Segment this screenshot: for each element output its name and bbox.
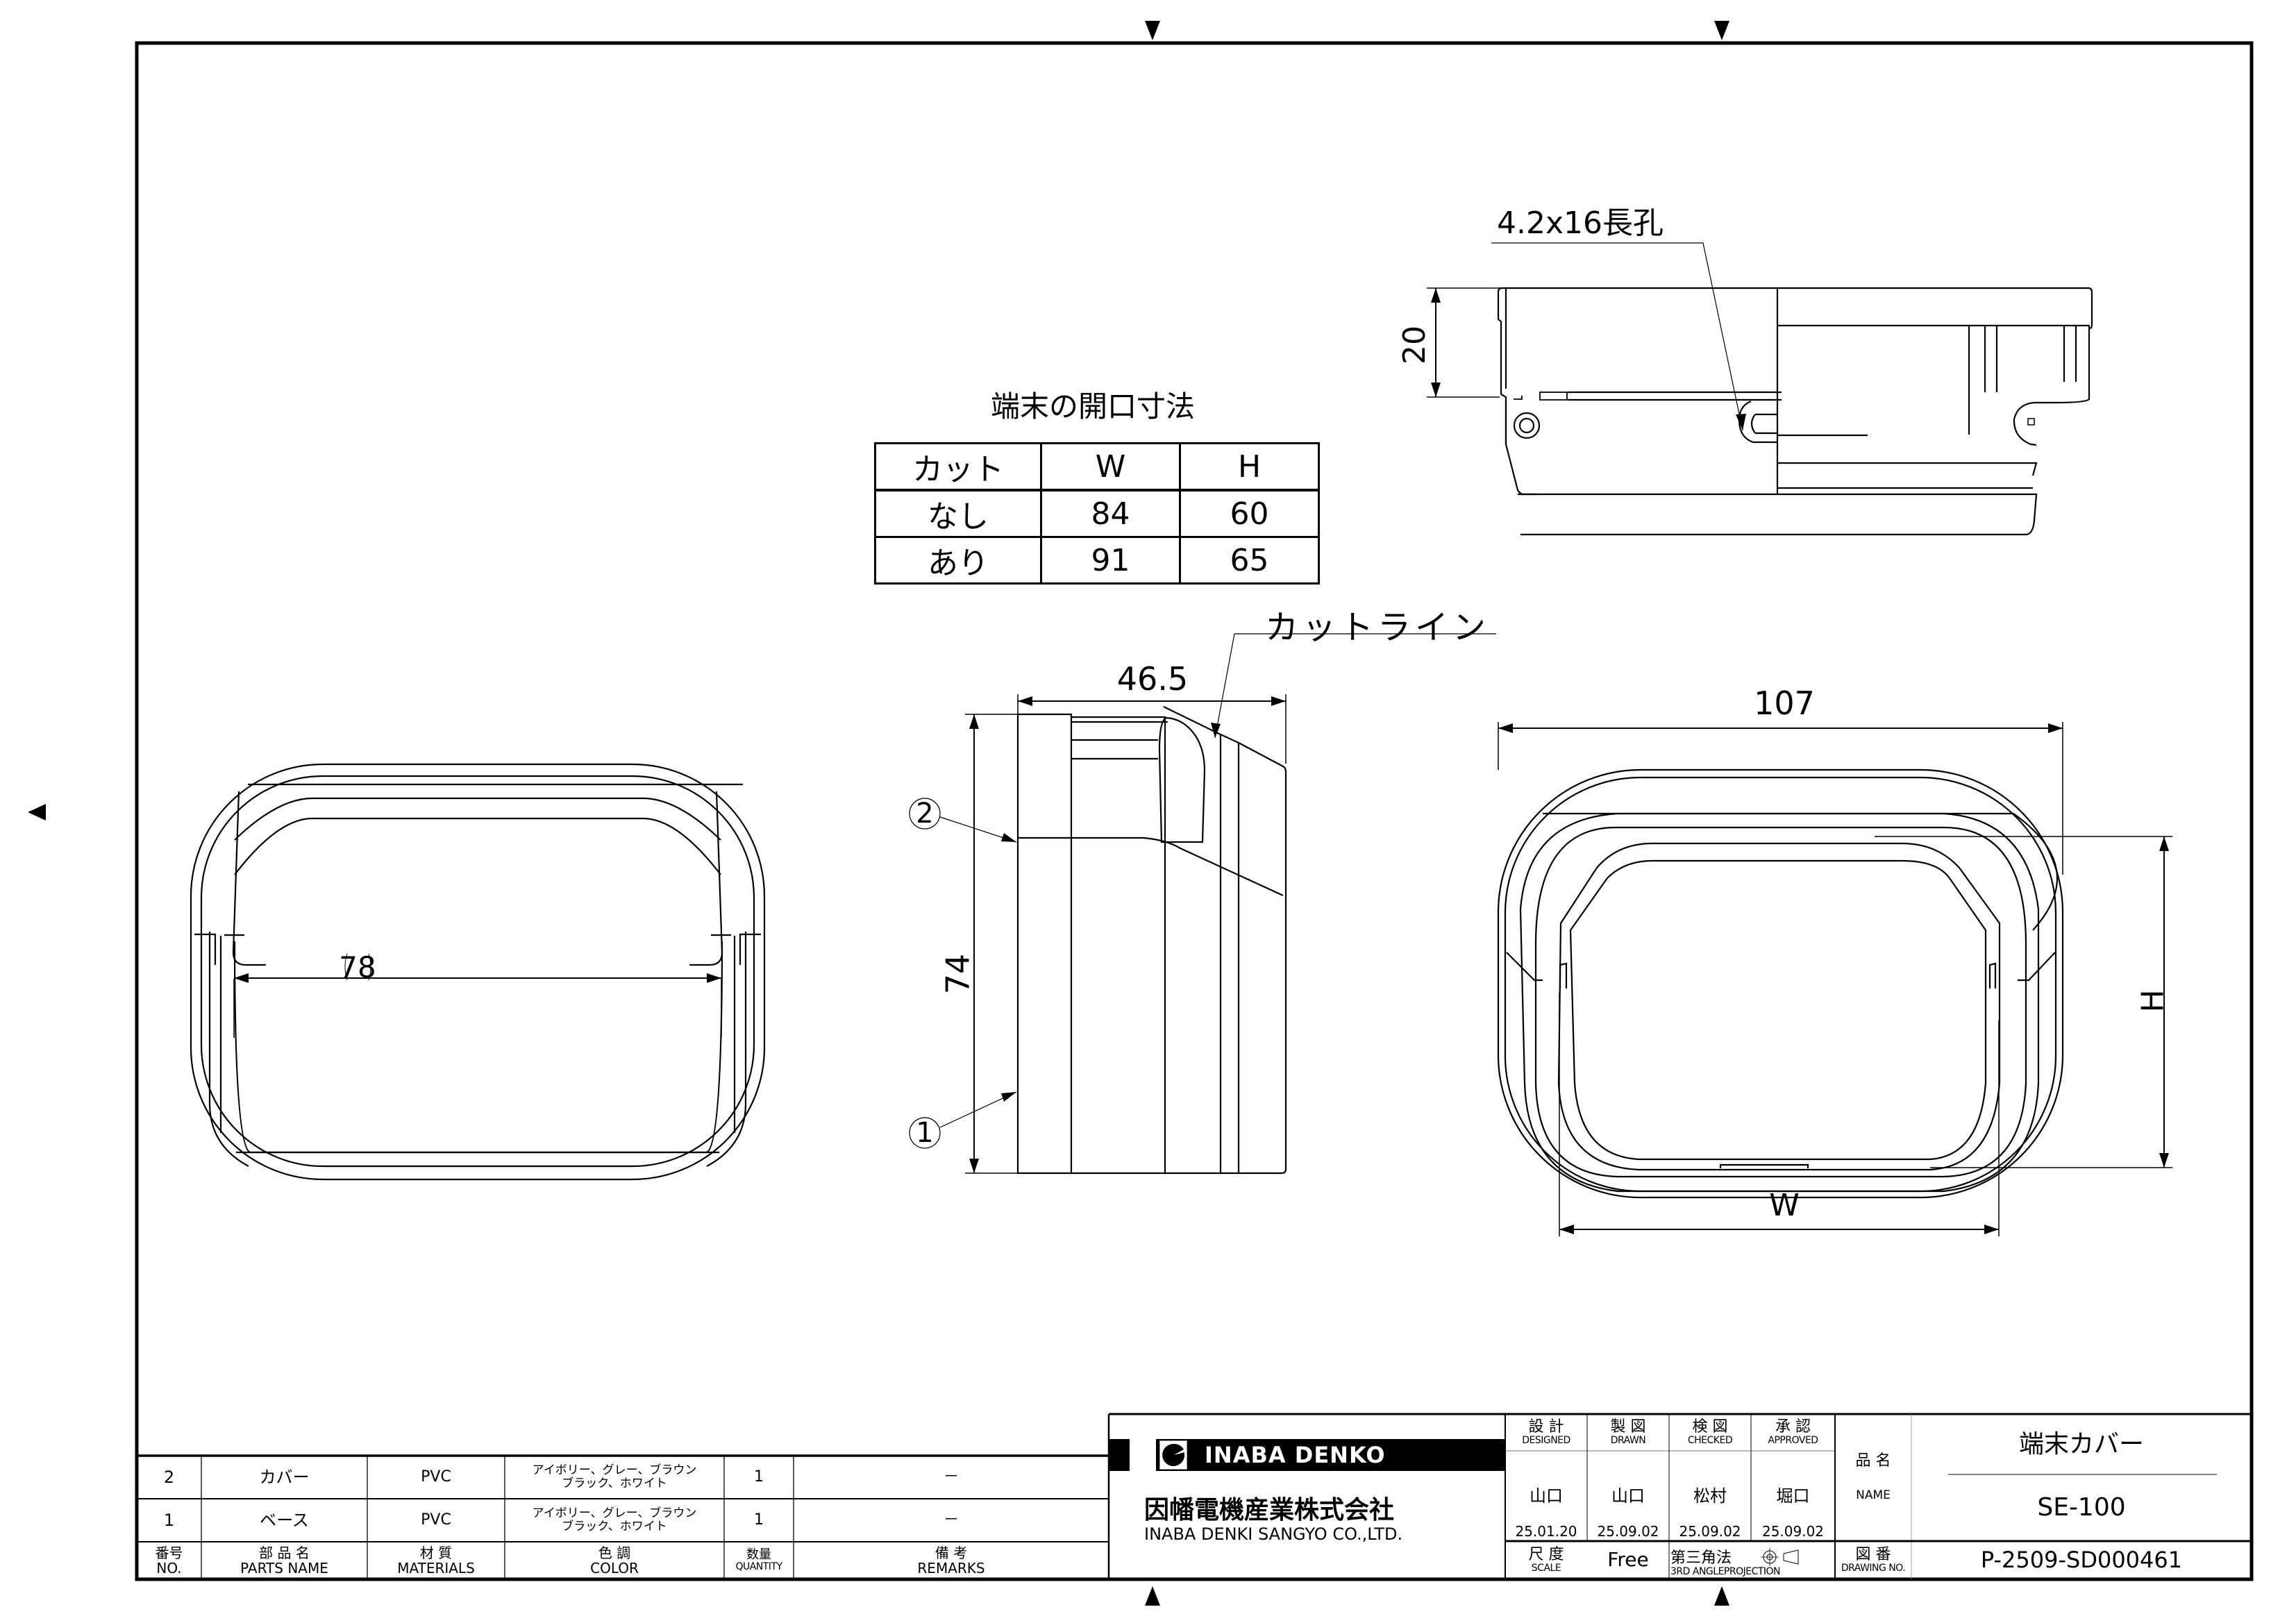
dim-74: 74 xyxy=(939,953,977,995)
part-no: 2 xyxy=(163,1467,175,1487)
header-h: H xyxy=(1179,442,1320,491)
projection-label-jp: 第三角法 xyxy=(1670,1549,1732,1567)
approved-by: 堀口 xyxy=(1776,1486,1810,1506)
color-line-1: アイボリー、グレー、ブラウン xyxy=(532,1463,697,1478)
side-view-top xyxy=(1427,242,2093,536)
dim-46-5: 46.5 xyxy=(1116,660,1189,698)
side-view-middle xyxy=(909,633,1496,1175)
part-color: アイボリー、グレー、ブラウン ブラック、ホワイト xyxy=(505,1499,724,1542)
checked-by: 松村 xyxy=(1693,1486,1727,1506)
part-name: カバー xyxy=(259,1467,310,1487)
company-name-en: INABA DENKI SANGYO CO.,LTD. xyxy=(1144,1524,1403,1544)
part-color: アイボリー、グレー、ブラウン ブラック、ホワイト xyxy=(505,1456,724,1499)
parts-list-grid xyxy=(137,1414,1110,1581)
part-material: PVC xyxy=(421,1468,451,1486)
company-name-jp: 因幡電機産業株式会社 xyxy=(1144,1496,1395,1524)
part-name: ベース xyxy=(260,1510,309,1530)
h-value: 65 xyxy=(1179,536,1320,585)
color-line-1: アイボリー、グレー、ブラウン xyxy=(532,1506,697,1521)
header-w: W xyxy=(1040,442,1181,491)
dim-20: 20 xyxy=(1397,326,1432,364)
designed-by: 山口 xyxy=(1530,1486,1563,1506)
balloon-1-label: 1 xyxy=(916,1117,934,1149)
cut-line-label: カットライン xyxy=(1265,608,1491,647)
approved-date: 25.09.02 xyxy=(1761,1523,1825,1540)
w-value: 84 xyxy=(1040,489,1181,538)
part-remarks: － xyxy=(943,1511,959,1529)
projection-label-en: 3RD ANGLEPROJECTION xyxy=(1670,1566,1781,1577)
checked-date: 25.09.02 xyxy=(1679,1523,1741,1540)
dim-107: 107 xyxy=(1754,684,1815,722)
cut-value: あり xyxy=(874,536,1042,585)
scale-value: Free xyxy=(1607,1548,1649,1572)
color-line-2: ブラック、ホワイト xyxy=(562,1520,667,1533)
title-block-grid xyxy=(1109,1413,2252,1579)
drawing-frame xyxy=(135,41,2254,1581)
part-material: PVC xyxy=(421,1511,451,1529)
opening-dimension-table: カット W H なし 84 60 あり 91 65 xyxy=(874,442,1320,585)
front-view-left xyxy=(190,763,766,1181)
w-value: 91 xyxy=(1040,536,1181,585)
designed-date: 25.01.20 xyxy=(1515,1523,1577,1540)
front-view-right xyxy=(1497,722,2172,1236)
part-qty: 1 xyxy=(754,1511,764,1529)
part-remarks: － xyxy=(943,1468,959,1486)
drawing-number: P-2509-SD000461 xyxy=(1980,1546,2183,1573)
h-value: 60 xyxy=(1179,489,1320,538)
product-name: 端末カバー xyxy=(2018,1430,2144,1459)
header-cut: カット xyxy=(874,442,1042,491)
opening-table-title: 端末の開口寸法 xyxy=(990,389,1195,423)
dim-h: H xyxy=(2135,989,2171,1013)
part-no: 1 xyxy=(163,1510,175,1530)
slot-label: 4.2x16長孔 xyxy=(1497,205,1664,241)
brand-bar-gap xyxy=(1130,1439,1156,1471)
part-qty: 1 xyxy=(754,1468,764,1486)
product-code: SE-100 xyxy=(2037,1493,2126,1522)
dim-w: W xyxy=(1769,1188,1800,1223)
balloon-2-label: 2 xyxy=(916,798,934,830)
company-logo-icon xyxy=(1159,1440,1187,1470)
color-line-2: ブラック、ホワイト xyxy=(562,1477,667,1490)
dim-78: 78 xyxy=(339,950,376,984)
drawn-date: 25.09.02 xyxy=(1597,1523,1659,1540)
brand-name: INABA DENKO xyxy=(1205,1442,1386,1468)
drawn-by: 山口 xyxy=(1611,1486,1645,1506)
table-row: あり 91 65 xyxy=(874,536,1320,585)
cut-value: なし xyxy=(874,489,1042,538)
table-row: なし 84 60 xyxy=(874,489,1320,538)
centering-marks xyxy=(28,21,1729,1606)
